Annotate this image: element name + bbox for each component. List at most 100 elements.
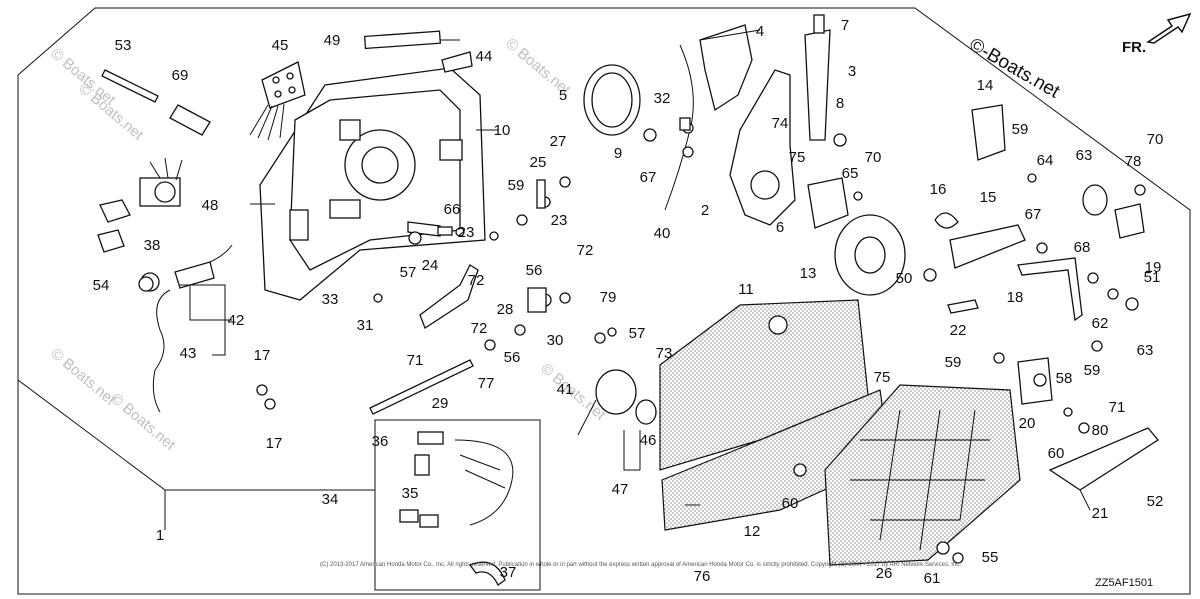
- callout-63: 63: [1076, 147, 1093, 164]
- small-hardware: [138, 30, 1146, 564]
- spring-16: [934, 212, 959, 229]
- callout-32: 32: [654, 90, 671, 107]
- harness-34: [399, 431, 514, 586]
- callout-12: 12: [744, 523, 761, 540]
- callout-13: 13: [800, 265, 817, 282]
- callout-76: 76: [694, 568, 711, 585]
- solenoid-47: [577, 369, 657, 436]
- callout-57: 57: [400, 264, 417, 281]
- callout-57: 57: [629, 325, 646, 342]
- callout-64: 64: [1037, 152, 1054, 169]
- callout-24: 24: [422, 257, 439, 274]
- callout-61: 61: [924, 570, 941, 587]
- ring-5-inner: [591, 72, 633, 128]
- callout-33: 33: [322, 291, 339, 308]
- callout-2: 2: [701, 202, 709, 219]
- callout-56: 56: [504, 349, 521, 366]
- callout-45: 45: [272, 37, 289, 54]
- callout-46: 46: [640, 432, 657, 449]
- callout-40: 40: [654, 225, 671, 242]
- callout-5: 5: [559, 87, 567, 104]
- callout-18: 18: [1007, 289, 1024, 306]
- grip-sleeve: [169, 104, 211, 136]
- callout-55: 55: [982, 549, 999, 566]
- diagram-code: ZZ5AF1501: [1095, 577, 1153, 589]
- callout-56: 56: [526, 262, 543, 279]
- callout-73: 73: [656, 345, 673, 362]
- callout-54: 54: [93, 277, 110, 294]
- callout-67: 67: [640, 169, 657, 186]
- callout-50: 50: [896, 270, 913, 287]
- callout-66: 66: [444, 201, 461, 218]
- callout-43: 43: [180, 345, 197, 362]
- callout-8: 8: [836, 95, 844, 112]
- callout-41: 41: [557, 381, 574, 398]
- front-arrow: FR.: [1122, 12, 1192, 56]
- callout-72: 72: [471, 320, 488, 337]
- callout-60: 60: [782, 495, 799, 512]
- switch-panel: [249, 61, 306, 141]
- lever-2: [729, 69, 796, 226]
- callout-19: 19: [1145, 259, 1162, 276]
- callout-22: 22: [950, 322, 967, 339]
- callout-21: 21: [1092, 505, 1109, 522]
- long-bolt: [101, 69, 159, 103]
- svg-text:FR.: FR.: [1122, 39, 1146, 56]
- callout-23: 23: [458, 224, 475, 241]
- callout-labels: 1234567891011121314151617171819202122232…: [93, 17, 1164, 587]
- clip-19: [1114, 203, 1145, 239]
- callout-11: 11: [738, 281, 754, 298]
- callout-79: 79: [600, 289, 617, 306]
- knob-7: [813, 14, 825, 34]
- callout-28: 28: [497, 301, 514, 318]
- svg-text:© Boats.net: © Boats.net: [107, 390, 179, 454]
- callout-68: 68: [1074, 239, 1091, 256]
- callout-77: 77: [478, 375, 495, 392]
- plate-15: [949, 224, 1026, 269]
- lever-3: [804, 29, 831, 141]
- callout-52: 52: [1147, 493, 1164, 510]
- callout-69: 69: [172, 67, 189, 84]
- callout-59: 59: [1084, 362, 1101, 379]
- callout-20: 20: [1019, 415, 1036, 432]
- callout-15: 15: [980, 189, 997, 206]
- harness-kit-box: [374, 419, 541, 591]
- callout-29: 29: [432, 395, 449, 412]
- callout-51: 51: [1144, 269, 1161, 286]
- callout-1: 1: [156, 527, 164, 544]
- control-box-housing: [259, 67, 486, 301]
- callout-26: 26: [876, 565, 893, 582]
- diagram-frame: [17, 7, 1191, 595]
- callout-60: 60: [1048, 445, 1065, 462]
- copyright-notice: (C) 2013-2017 American Honda Motor Co., …: [320, 562, 961, 568]
- callout-62: 62: [1092, 315, 1109, 332]
- ring-62: [1082, 184, 1108, 216]
- callout-71: 71: [1109, 399, 1126, 416]
- callout-37: 37: [500, 564, 517, 581]
- spring-21: [947, 299, 979, 314]
- callout-35: 35: [402, 485, 419, 502]
- callout-14: 14: [977, 77, 994, 94]
- callout-59: 59: [508, 177, 525, 194]
- arm-18: [1017, 257, 1083, 322]
- callout-17: 17: [266, 435, 283, 452]
- callout-47: 47: [612, 481, 629, 498]
- callout-67: 67: [1025, 206, 1042, 223]
- callout-72: 72: [577, 242, 594, 259]
- callout-25: 25: [530, 154, 547, 171]
- callout-49: 49: [324, 32, 341, 49]
- base-plate-26: [824, 384, 1021, 566]
- callout-31: 31: [357, 317, 374, 334]
- switch-20: [1017, 357, 1053, 405]
- callout-75: 75: [789, 149, 806, 166]
- callout-30: 30: [547, 332, 564, 349]
- throttle-rod: [369, 359, 474, 415]
- callout-7: 7: [841, 17, 849, 34]
- callout-70: 70: [865, 149, 882, 166]
- cover-4: [699, 24, 753, 112]
- callout-58: 58: [1056, 370, 1073, 387]
- callout-36: 36: [372, 433, 389, 450]
- cam-6: [807, 177, 849, 229]
